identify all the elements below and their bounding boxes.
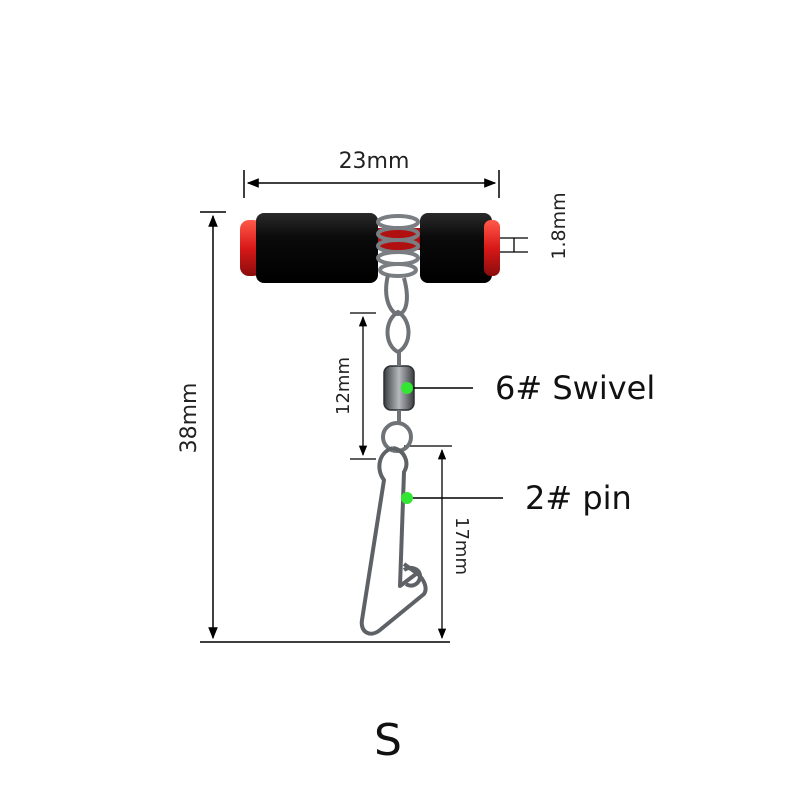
swivel-label: 12mm bbox=[333, 357, 354, 415]
size-label: S bbox=[374, 715, 402, 766]
width-label: 23mm bbox=[339, 149, 410, 174]
pin-dimension: 17mm bbox=[404, 445, 472, 640]
tube-label: 1.8mm bbox=[548, 192, 570, 259]
pin-label: 17mm bbox=[451, 517, 472, 575]
spring-coil bbox=[376, 214, 420, 278]
swivel-marker bbox=[401, 382, 413, 394]
pin-inner-wire bbox=[392, 446, 418, 588]
swivel-bottom-ring bbox=[381, 421, 413, 453]
height-label: 38mm bbox=[177, 383, 202, 454]
right-tube bbox=[420, 213, 492, 283]
tube-dimension: 1.8mm bbox=[500, 192, 570, 260]
right-cap bbox=[484, 220, 500, 276]
pin-marker bbox=[401, 492, 413, 504]
left-tube bbox=[256, 213, 378, 283]
width-dimension: 23mm bbox=[243, 149, 500, 198]
swivel-callout-label: 6# Swivel bbox=[495, 369, 655, 407]
swivel-callout: 6# Swivel bbox=[401, 369, 655, 407]
sleeve-product bbox=[240, 213, 500, 317]
pin-callout-label: 2# pin bbox=[525, 479, 632, 517]
pin-clasp bbox=[402, 566, 422, 588]
swivel bbox=[381, 309, 415, 453]
pin-callout: 2# pin bbox=[401, 479, 632, 517]
swivel-dimension: 12mm bbox=[333, 312, 376, 460]
pin-outer-wire bbox=[359, 446, 428, 636]
coil-loop bbox=[384, 274, 409, 317]
height-dimension: 38mm bbox=[177, 211, 450, 643]
snap-pin bbox=[359, 446, 428, 636]
swivel-top-eye bbox=[385, 309, 411, 355]
